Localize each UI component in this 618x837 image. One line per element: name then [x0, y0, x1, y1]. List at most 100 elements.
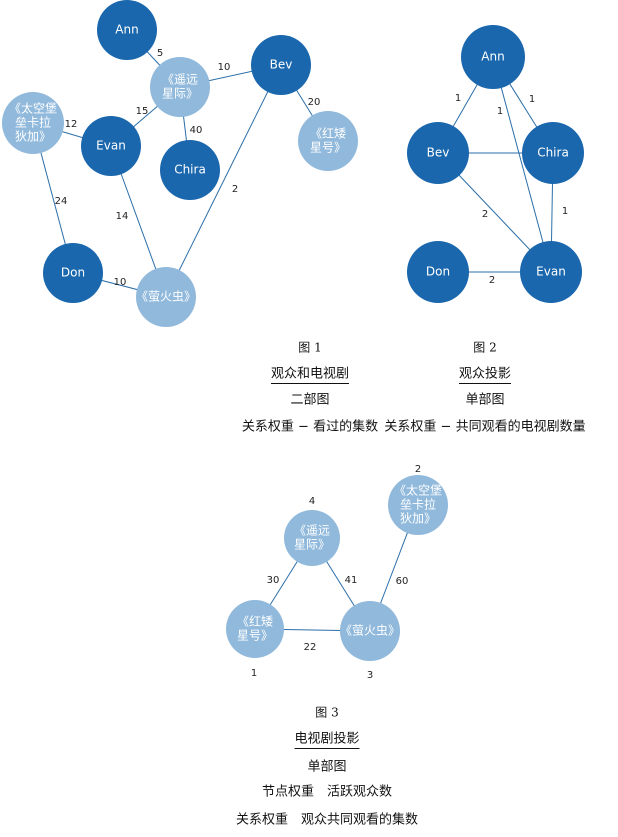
fig1-node-label-hongai: 星号》 — [310, 141, 346, 155]
fig1-edge-weight-bev-hongai: 20 — [308, 97, 321, 108]
fig2-node-circle-bev — [407, 122, 469, 184]
fig1-node-don: Don — [43, 243, 103, 303]
fig3-edge-weight-taikong-yinghuo: 60 — [396, 576, 409, 587]
fig3-edge-weight-yaoyuan-hongai: 30 — [267, 575, 280, 586]
fig1-edge-weight-chira-yaoyuan: 40 — [190, 125, 203, 136]
fig3-node-circle-yaoyuan — [284, 510, 340, 566]
fig1-node-label-taikong: 《太空堡 — [9, 101, 57, 116]
fig2-edge-weight-ann-bev: 1 — [455, 93, 461, 104]
fig2-edge-weight-bev-evan: 2 — [482, 209, 488, 220]
fig2-node-label-chira: Chira — [537, 146, 569, 160]
fig3-node-weight-yaoyuan: 4 — [309, 496, 315, 507]
fig3-node-label-yinghuo: 《萤火虫》 — [340, 624, 400, 638]
fig2-node-label-ann: Ann — [481, 50, 504, 64]
fig1-node-circle-taikong — [2, 92, 64, 154]
fig1-node-chira: Chira — [160, 140, 220, 200]
fig1-node-evan: Evan — [81, 116, 141, 176]
fig3-caption-line-2: 单部图 — [307, 760, 346, 775]
fig2-edge-weight-chira-evan: 1 — [562, 206, 568, 217]
fig3-node-circle-yinghuo — [340, 601, 400, 661]
fig3-node-label-yaoyuan: 星际》 — [294, 538, 330, 552]
fig1-node-label-taikong: 狄加》 — [15, 130, 51, 144]
fig2-edge-weight-ann-evan: 1 — [497, 106, 503, 117]
fig3-node-label-taikong: 《太空堡 — [394, 483, 442, 498]
fig1-node-circle-yinghuo — [136, 267, 196, 327]
fig1-caption-title: 观众和电视剧 — [271, 367, 349, 382]
fig2-node-chira: Chira — [522, 122, 584, 184]
fig3-node-weight-taikong: 2 — [415, 464, 421, 475]
fig3-caption-line-3: 节点权重 活跃观众数 — [262, 784, 392, 800]
fig2-node-circle-chira — [522, 122, 584, 184]
fig3-node-label-taikong: 垒卡拉 — [400, 497, 436, 512]
fig1-figure-number: 图 1 — [298, 341, 321, 355]
fig2-figure-number: 图 2 — [473, 341, 496, 355]
fig3-node-weight-yinghuo: 3 — [367, 670, 373, 681]
fig2-caption-line-2: 单部图 — [465, 393, 504, 408]
fig1-node-circle-ann — [97, 0, 157, 60]
fig2-edge-weight-don-evan: 2 — [489, 275, 495, 286]
fig1-edge-weight-don-taikong: 24 — [55, 196, 68, 207]
fig1-node-ann: Ann — [97, 0, 157, 60]
fig2-node-circle-evan — [520, 241, 582, 303]
fig2-node-circle-ann — [461, 25, 525, 89]
fig3-node-label-hongai: 《红矮 — [237, 614, 273, 629]
fig2-node-bev: Bev — [407, 122, 469, 184]
fig1-node-label-ann: Ann — [115, 23, 138, 37]
fig2-node-label-don: Don — [426, 265, 450, 279]
fig1-node-label-chira: Chira — [174, 163, 206, 177]
fig3-caption-line-4: 关系权重 观众共同观看的集数 — [236, 812, 418, 828]
fig1-node-circle-chira — [160, 140, 220, 200]
fig3-edge-weight-hongai-yinghuo: 22 — [304, 642, 317, 653]
fig1-node-circle-bev — [251, 35, 311, 95]
fig1-edge-bev-yinghuo — [165, 64, 282, 298]
fig3-node-label-yaoyuan: 《遥远 — [294, 524, 330, 538]
fig1-edge-weight-ann-yaoyuan: 5 — [157, 48, 163, 59]
fig1-edge-weight-bev-yinghuo: 2 — [232, 184, 238, 195]
fig2-edge-weight-ann-chira: 1 — [529, 94, 535, 105]
fig1-node-label-yaoyuan: 星际》 — [162, 87, 198, 101]
fig2-node-evan: Evan — [520, 241, 582, 303]
fig3-node-circle-hongai — [226, 600, 284, 658]
nodes-layer: AnnBevEvanChiraDon《遥远星际》《太空堡垒卡拉狄加》《红矮星号》… — [2, 0, 584, 661]
fig2-caption-title: 观众投影 — [459, 366, 511, 382]
fig3-node-weight-hongai: 1 — [251, 668, 257, 679]
fig1-caption-line-3: 关系权重 − 看过的集数 — [242, 419, 378, 435]
fig1-edge-weight-don-yinghuo: 10 — [114, 277, 127, 288]
fig1-node-circle-yaoyuan — [150, 57, 210, 117]
fig1-edge-weight-bev-yaoyuan: 10 — [218, 62, 231, 73]
fig1-node-label-yaoyuan: 《遥远 — [162, 73, 198, 87]
fig2-caption-line-3: 关系权重 − 共同观看的电视剧数量 — [384, 419, 585, 435]
fig1-node-label-yinghuo: 《萤火虫》 — [136, 290, 196, 304]
fig3-node-label-taikong: 狄加》 — [400, 512, 436, 526]
fig3-caption-title: 电视剧投影 — [294, 731, 359, 747]
fig1-node-label-don: Don — [61, 266, 85, 280]
fig1-edge-weight-evan-taikong: 12 — [65, 119, 78, 130]
fig1-caption-line-2: 二部图 — [290, 393, 329, 408]
fig2-node-ann: Ann — [461, 25, 525, 89]
fig1-node-yinghuo: 《萤火虫》 — [136, 267, 196, 327]
fig3-node-label-hongai: 星号》 — [237, 629, 273, 643]
fig3-figure-number: 图 3 — [315, 706, 338, 720]
fig1-node-label-bev: Bev — [270, 58, 293, 72]
fig1-node-label-hongai: 《红矮 — [310, 126, 346, 141]
fig1-node-circle-evan — [81, 116, 141, 176]
fig3-node-circle-taikong — [388, 475, 448, 535]
fig1-node-circle-don — [43, 243, 103, 303]
fig1-edge-weight-evan-yinghuo: 14 — [116, 211, 129, 222]
fig1-node-bev: Bev — [251, 35, 311, 95]
fig2-edge-ann-evan — [492, 56, 552, 273]
fig1-node-circle-hongai — [298, 111, 358, 171]
fig1-node-label-taikong: 垒卡拉 — [15, 115, 51, 130]
fig3-node-yinghuo: 《萤火虫》 — [340, 601, 400, 661]
fig2-node-don: Don — [407, 241, 469, 303]
fig2-node-label-evan: Evan — [536, 265, 566, 279]
fig2-node-label-bev: Bev — [427, 146, 450, 160]
